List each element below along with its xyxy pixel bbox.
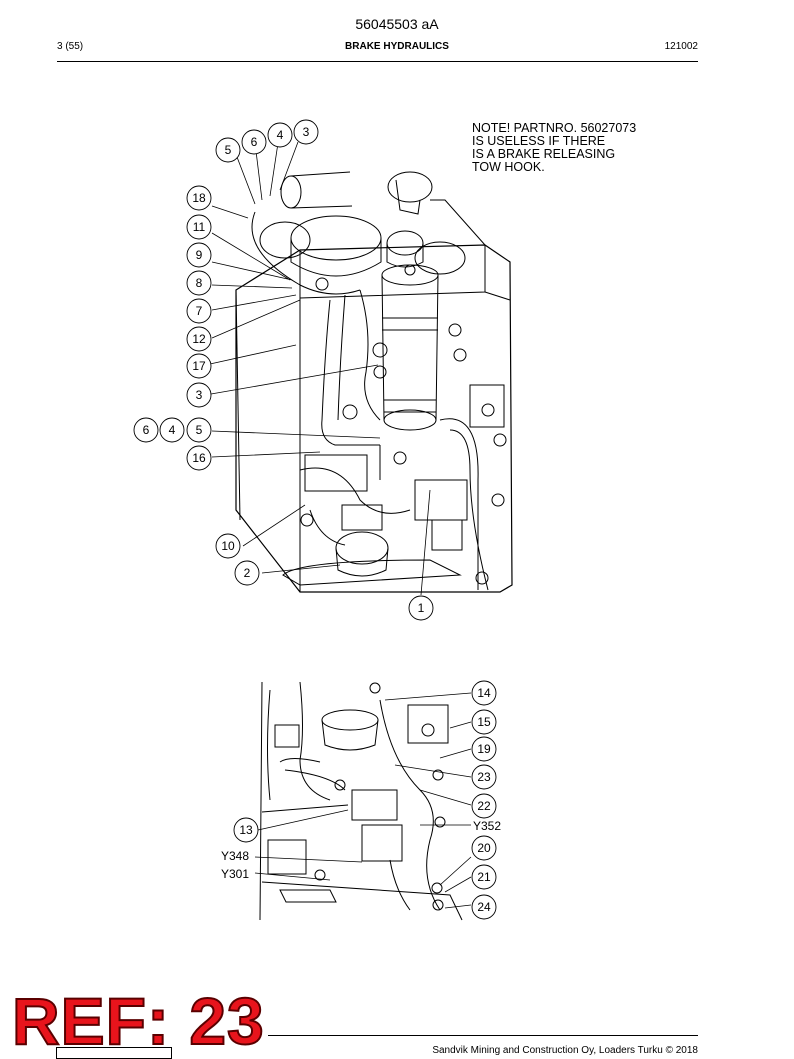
component-label-y352: Y352 [473,819,501,833]
component-label-y348: Y348 [221,849,249,863]
callout-number: 15 [477,715,491,729]
callout-bubble [234,560,260,586]
callout-bubble [267,122,293,148]
callout-bubble [186,298,212,324]
note-line: IS A BRAKE RELEASING [472,147,616,161]
callout-bubble [186,242,212,268]
callout-number: 3 [196,388,203,402]
callout-number: 5 [225,143,232,157]
section-title: BRAKE HYDRAULICS [345,41,449,52]
callout-number: 18 [192,191,206,205]
callout-bubble [471,764,497,790]
top-assembly-drawing [209,141,513,596]
callout-number: 21 [477,870,491,884]
callout-number: 5 [196,423,203,437]
callout-number: 3 [303,125,310,139]
callout-bubble [293,119,319,145]
callout-bubble [133,417,159,443]
callout-number: 4 [169,423,176,437]
callout-bubble [471,680,497,706]
reference-watermark: REF: 23 [11,984,265,1058]
callout-number: 8 [196,276,203,290]
footer-copyright: Sandvik Mining and Construction Oy, Load… [432,1045,698,1056]
callout-bubble [471,894,497,920]
callout-number: 6 [251,135,258,149]
callout-bubble [471,736,497,762]
callout-bubble [186,326,212,352]
callout-bubble [215,533,241,559]
callout-number: 17 [192,359,206,373]
callout-bubble [471,835,497,861]
bottom-detail-drawing [254,681,472,921]
note-line: IS USELESS IF THERE [472,134,606,148]
page-number: 3 (55) [57,41,84,52]
callout-bubble [471,864,497,890]
callout-number: 20 [477,841,491,855]
note-text: NOTE! PARTNRO. 56027073 IS USELESS IF TH… [472,122,636,174]
callout-bubble [186,417,212,443]
callout-bubble [215,137,241,163]
callout-number: 23 [477,770,491,784]
callout-number: 14 [477,686,491,700]
header-rule [57,61,698,62]
callout-number: 13 [239,823,253,837]
callout-bubble [241,129,267,155]
callout-number: 1 [418,601,425,615]
callout-number: 19 [477,742,491,756]
callout-bubble [159,417,185,443]
document-code: 121002 [664,41,698,52]
note-line: TOW HOOK. [472,160,545,174]
callout-bubble [471,709,497,735]
footer-rule [268,1035,698,1036]
document-number: 56045503 aA [355,16,439,32]
callout-bubble [186,445,212,471]
callout-bubble [233,817,259,843]
callout-number: 7 [196,304,203,318]
callout-number: 12 [192,332,206,346]
component-label-y301: Y301 [221,867,249,881]
callout-number: 2 [244,566,251,580]
callout-bubble [186,270,212,296]
logo-box [56,1047,172,1059]
callout-bubble [471,793,497,819]
callout-number: 10 [221,539,235,553]
callout-bubble [186,185,212,211]
callout-bubble [186,353,212,379]
callout-number: 6 [143,423,150,437]
note-line: NOTE! PARTNRO. 56027073 [472,121,637,135]
callout-bubble [186,382,212,408]
callout-number: 22 [477,799,491,813]
callout-number: 9 [196,248,203,262]
callout-bubble [186,214,212,240]
callout-bubble [408,595,434,621]
callout-number: 16 [192,451,206,465]
callout-number: 4 [277,128,284,142]
callout-number: 24 [477,900,491,914]
callout-number: 11 [193,220,206,234]
